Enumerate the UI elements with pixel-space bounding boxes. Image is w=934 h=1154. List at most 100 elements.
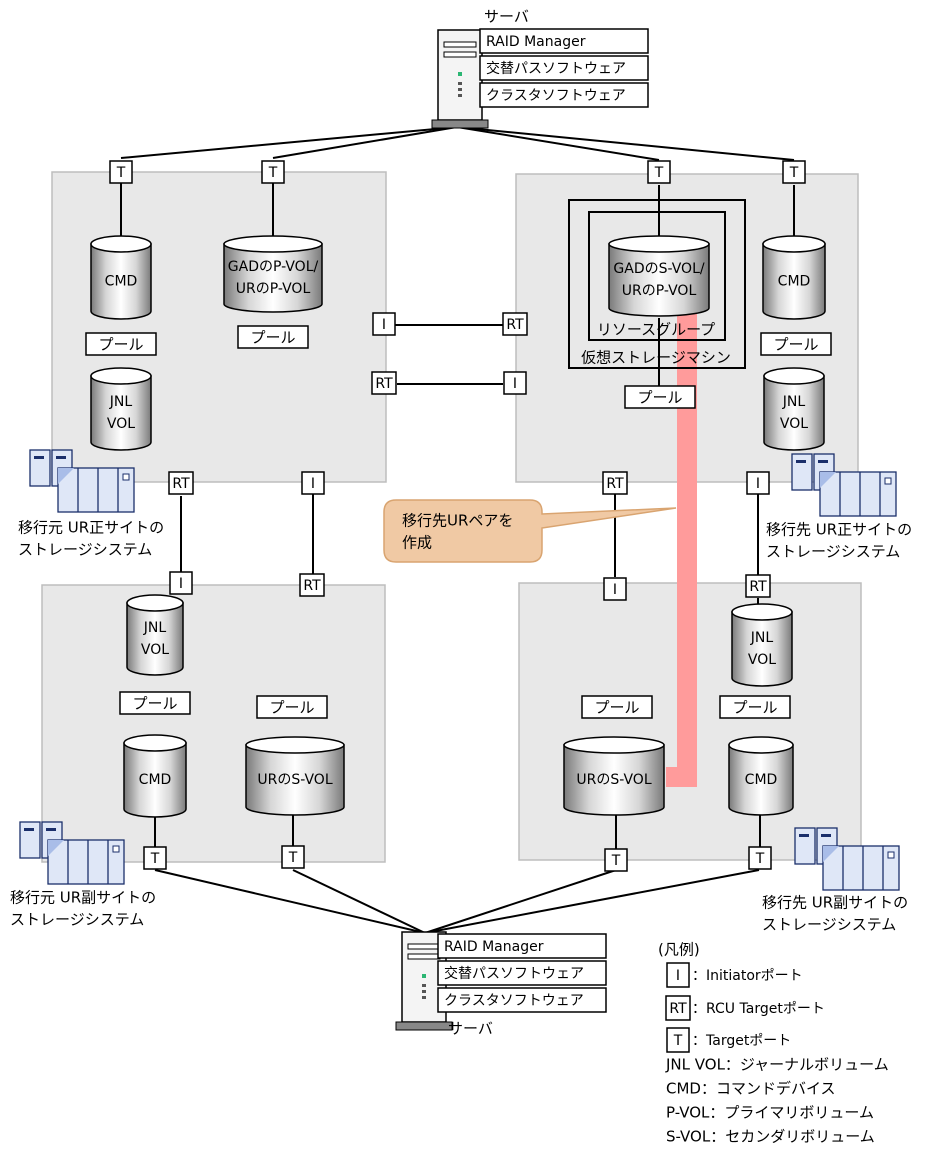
legend-abbreviation: S-VOL：セカンダリボリューム: [666, 1128, 875, 1146]
port-label: I: [513, 376, 517, 392]
port-label: RT: [303, 578, 321, 594]
pool-box: [85, 332, 157, 356]
volume-body: [245, 744, 345, 816]
port-target: [748, 846, 772, 870]
storage-caption: ストレージシステム: [762, 916, 896, 934]
port-initiator: [503, 371, 527, 395]
resource-group-label: リソースグループ: [597, 321, 715, 339]
pool-label: プール: [773, 336, 818, 354]
storage-accent: [58, 468, 74, 484]
volume-label: URのS-VOL: [257, 772, 332, 788]
volume-label: CMD: [139, 772, 172, 788]
volume-label: URのP-VOL: [622, 283, 697, 299]
port-label: RT: [749, 579, 767, 595]
volume-top: [90, 367, 152, 385]
software-label: 交替パスソフトウェア: [486, 60, 626, 77]
storage-unit: [47, 839, 125, 885]
volume-top: [763, 367, 825, 385]
port-initiator: [746, 471, 770, 495]
volume-label: CMD: [778, 274, 811, 290]
volume-body: [731, 611, 793, 687]
legend-item-text: ：Initiatorポート: [692, 968, 803, 984]
jnl-volume: JNL VOL: [763, 367, 825, 451]
volume-label: CMD: [105, 274, 138, 290]
port-label: T: [755, 851, 765, 867]
pool-label: プール: [269, 699, 314, 717]
legend-item-text: ：RCU Targetポート: [692, 1001, 825, 1017]
virtual-storage-machine-frame: [568, 199, 746, 369]
volume-label: JNL: [782, 394, 806, 410]
legend-title: (凡例): [658, 941, 700, 959]
storage-system-icon: [791, 453, 897, 517]
server-vent: [458, 94, 462, 97]
software-label: RAID Manager: [486, 34, 586, 50]
server-connection: [154, 869, 426, 934]
port-target: [604, 848, 628, 872]
volume-label: JNL: [143, 620, 167, 636]
pool-box: [624, 385, 696, 409]
port-initiator: [372, 312, 396, 336]
callout-bubble: [383, 499, 677, 563]
volume-top: [223, 235, 323, 253]
software-box: [479, 28, 649, 54]
port-label: T: [268, 165, 278, 181]
storage-accent: [820, 472, 836, 488]
port-label: T: [611, 853, 621, 869]
port-target: [281, 845, 305, 869]
storage-led: [796, 460, 806, 463]
pool-box: [581, 695, 653, 719]
volume-body: [223, 243, 323, 313]
storage-led: [46, 828, 56, 831]
port-target: [109, 160, 133, 184]
storage-led: [887, 851, 895, 859]
port-label: RT: [375, 376, 393, 392]
server-bay: [443, 51, 477, 58]
storage-unit: [819, 471, 897, 517]
legend-symbol-text: RT: [669, 1001, 687, 1017]
volume-label: JNL: [109, 394, 133, 410]
software-label: RAID Manager: [444, 939, 544, 955]
legend-item-text: ：Targetポート: [692, 1033, 791, 1049]
software-label: クラスタソフトウェア: [444, 993, 584, 1009]
volume-body: [762, 243, 826, 320]
server-vent: [458, 82, 462, 85]
storage-led: [884, 477, 892, 485]
resource-group-frame: [588, 211, 726, 341]
port-label: I: [311, 476, 315, 492]
cmd-volume: CMD: [123, 734, 187, 818]
software-box: [437, 987, 607, 1013]
port-label: T: [654, 165, 664, 181]
volume-label: URのS-VOL: [576, 772, 651, 788]
callout-text: 作成: [402, 534, 432, 552]
volume-label: GADのP-VOL/: [228, 259, 319, 275]
volume-top: [762, 235, 826, 253]
port-initiator: [301, 471, 325, 495]
pool-box: [719, 695, 791, 719]
storage-led: [818, 460, 828, 463]
server-connection: [456, 126, 660, 161]
legend-abbreviation: P-VOL：プライマリボリューム: [666, 1104, 874, 1122]
storage-accent: [48, 840, 64, 856]
server-connection: [456, 126, 795, 161]
volume-top: [608, 235, 710, 253]
storage-caption: 移行元 UR正サイトの: [18, 519, 164, 537]
legend-port-symbol: [666, 962, 690, 988]
volume-top: [563, 736, 665, 754]
port-label: RT: [606, 476, 624, 492]
volume-top: [123, 734, 187, 752]
pool-box: [760, 332, 832, 356]
server-vent: [422, 996, 426, 999]
server-vent: [458, 88, 462, 91]
volume-label: VOL: [780, 416, 808, 432]
volume-top: [126, 594, 184, 612]
virtual-storage-machine-label: 仮想ストレージマシン: [581, 349, 731, 367]
volume-top: [731, 603, 793, 621]
ur-svol-volume: URのS-VOL: [563, 736, 665, 816]
port-label: I: [179, 576, 183, 592]
pool-label: プール: [98, 336, 143, 354]
server-vent: [422, 990, 426, 993]
port-rcu_target: [299, 573, 325, 597]
storage-unit: [57, 467, 135, 513]
storage-caption: 移行先 UR副サイトの: [762, 894, 908, 912]
